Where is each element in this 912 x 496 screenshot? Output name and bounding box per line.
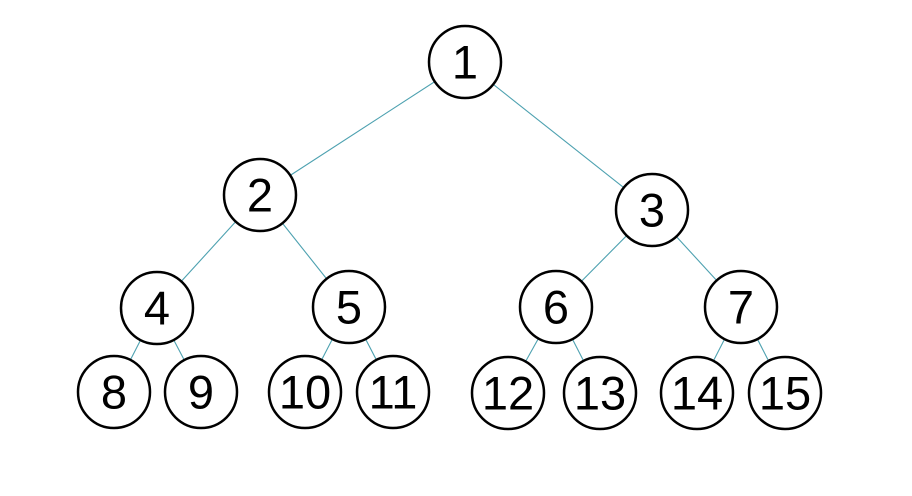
node-label: 4 <box>144 282 170 335</box>
node-circle <box>311 269 387 345</box>
node-circle <box>76 354 152 430</box>
node-label: 2 <box>247 169 273 222</box>
node-label: 5 <box>336 281 362 334</box>
node-circle <box>222 157 298 233</box>
node-circle <box>427 24 503 100</box>
node-label: 6 <box>543 281 569 334</box>
tree-node-1: 1 <box>427 24 503 100</box>
tree-node-10: 10 <box>267 354 343 430</box>
node-circle <box>703 269 779 345</box>
tree-node-9: 9 <box>163 354 239 430</box>
node-circle <box>614 172 690 248</box>
tree-node-12: 12 <box>470 355 546 431</box>
node-label: 15 <box>759 367 811 420</box>
tree-node-15: 15 <box>747 355 823 431</box>
node-label: 13 <box>574 367 626 420</box>
tree-node-6: 6 <box>518 269 594 345</box>
node-label: 1 <box>452 36 478 89</box>
node-circle <box>659 355 735 431</box>
node-label: 7 <box>728 281 754 334</box>
tree-node-4: 4 <box>119 270 195 346</box>
node-circle <box>355 354 431 430</box>
node-label: 11 <box>369 366 418 419</box>
tree-node-11: 11 <box>355 354 431 430</box>
tree-node-8: 8 <box>76 354 152 430</box>
tree-node-13: 13 <box>562 355 638 431</box>
node-label: 8 <box>101 366 127 419</box>
node-label: 10 <box>279 366 331 419</box>
tree-node-14: 14 <box>659 355 735 431</box>
node-circle <box>163 354 239 430</box>
node-label: 14 <box>671 367 723 420</box>
tree-node-5: 5 <box>311 269 387 345</box>
tree-edge-1-3 <box>464 61 653 211</box>
tree-node-7: 7 <box>703 269 779 345</box>
node-label: 9 <box>188 366 214 419</box>
node-circle <box>470 355 546 431</box>
tree-edge-1-2 <box>259 61 466 196</box>
node-circle <box>267 354 343 430</box>
tree-node-3: 3 <box>614 172 690 248</box>
node-circle <box>119 270 195 346</box>
node-label: 3 <box>639 184 665 237</box>
node-label: 12 <box>482 367 534 420</box>
node-circle <box>562 355 638 431</box>
node-circle <box>747 355 823 431</box>
node-circle <box>518 269 594 345</box>
tree-node-2: 2 <box>222 157 298 233</box>
